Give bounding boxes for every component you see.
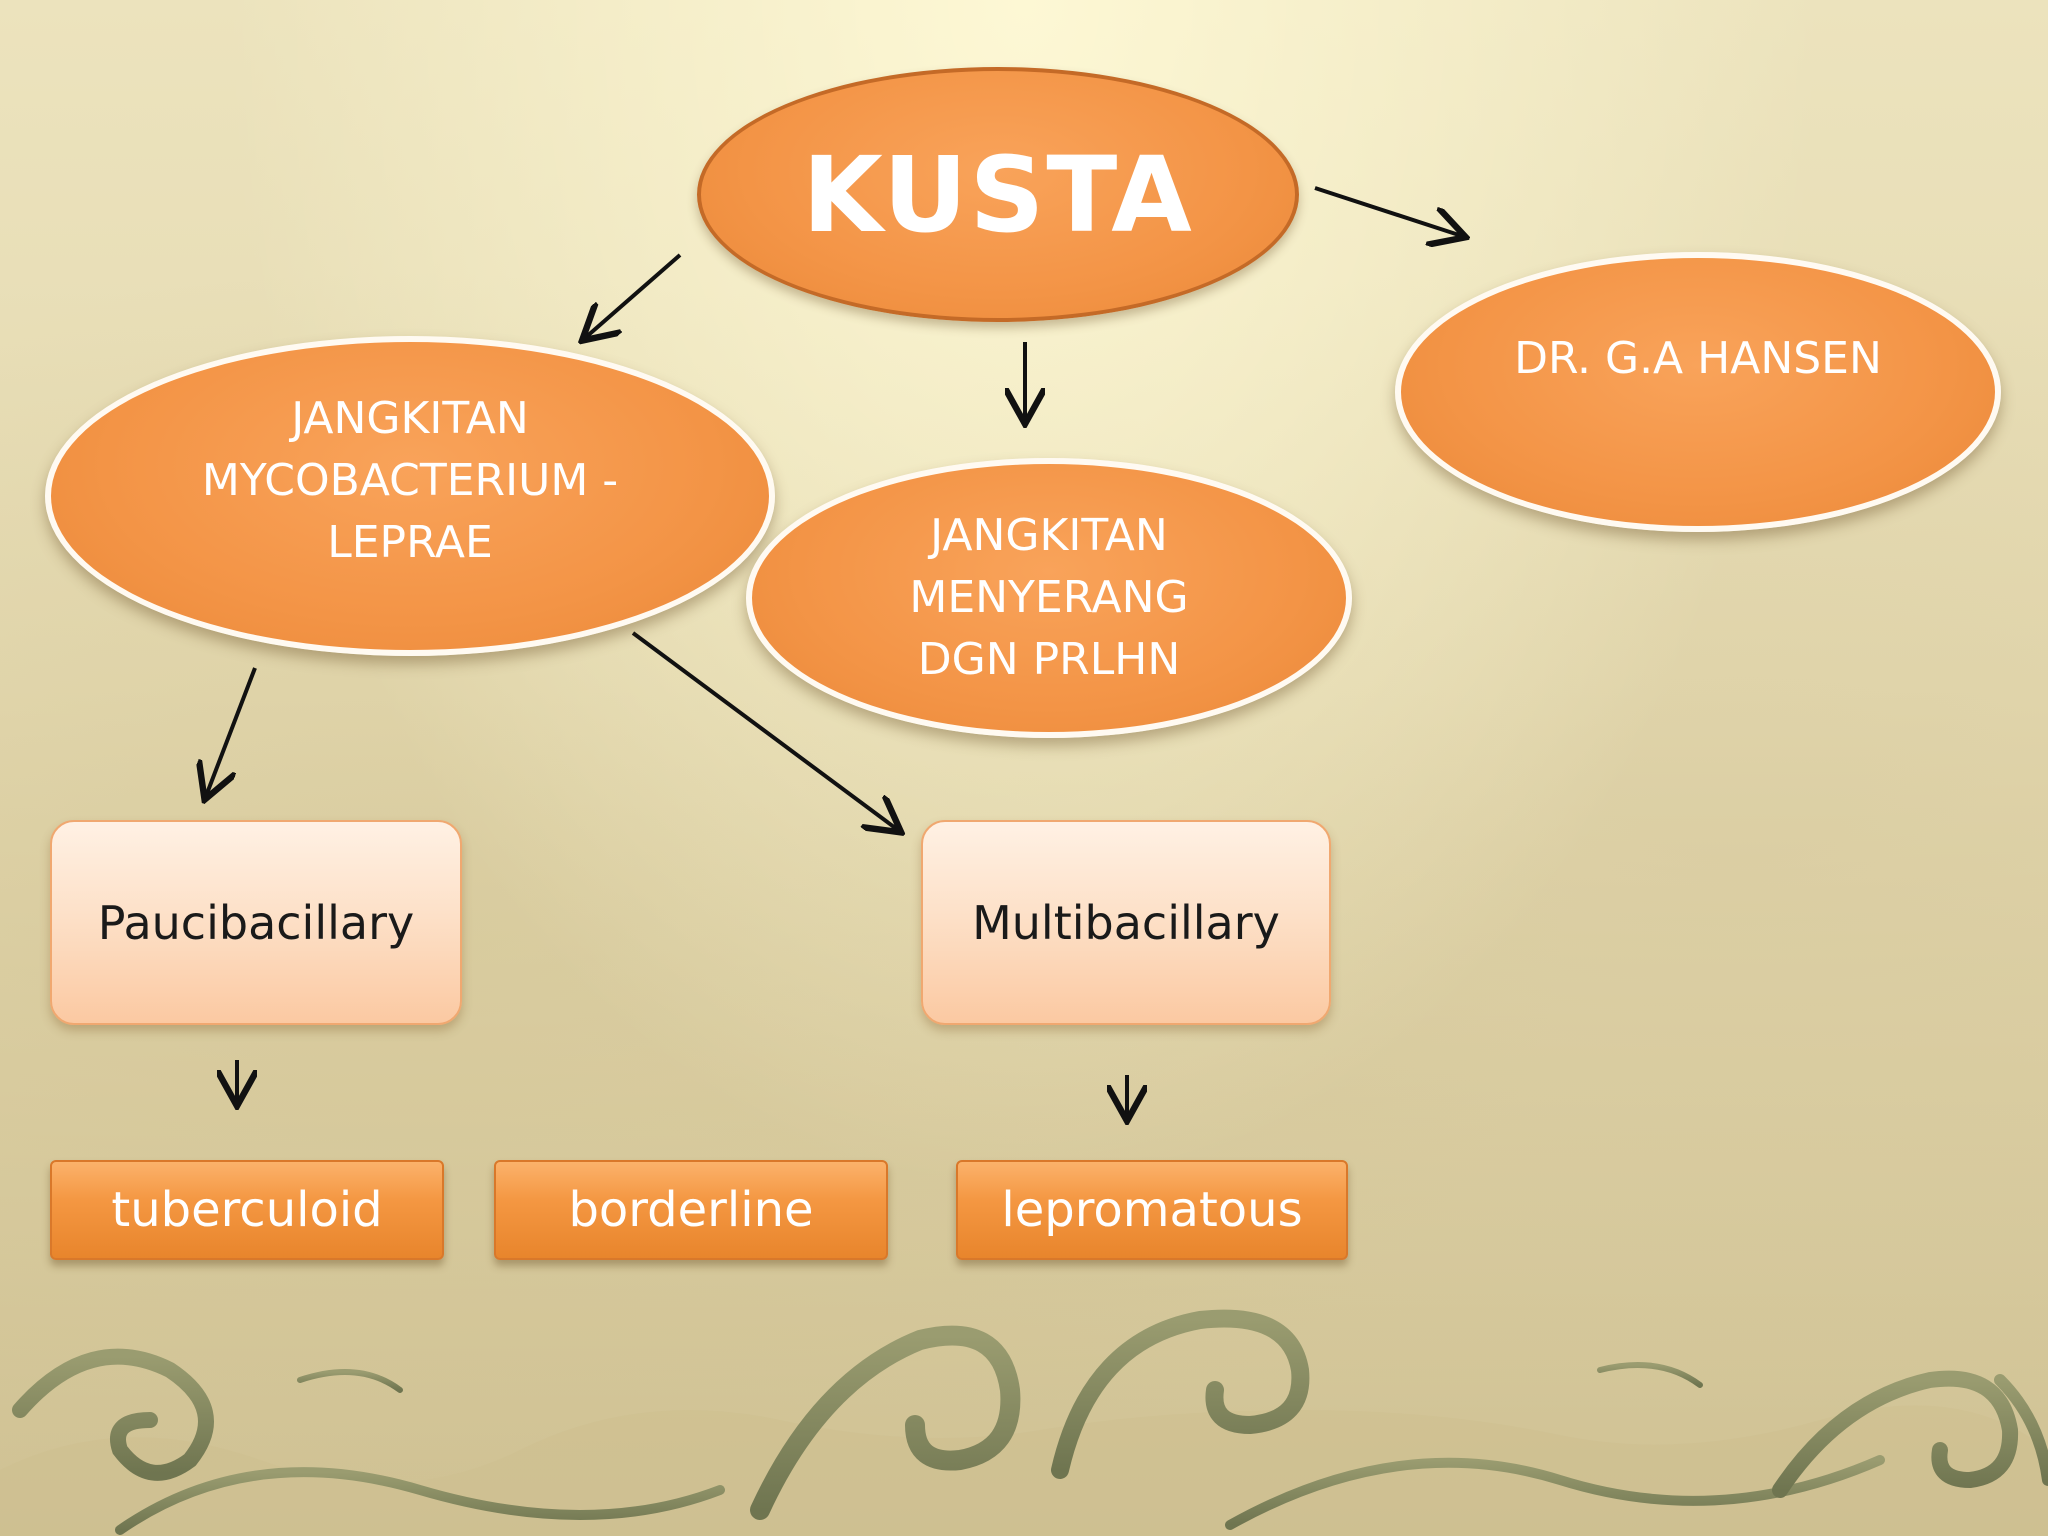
bar-tuberculoid-label: tuberculoid bbox=[111, 1182, 383, 1238]
box-multibacillary-label: Multibacillary bbox=[972, 895, 1280, 950]
bar-borderline: borderline bbox=[494, 1160, 888, 1260]
arrow-cause-to-multi bbox=[631, 631, 898, 830]
node-cause: JANGKITAN MYCOBACTERIUM - LEPRAE bbox=[45, 336, 775, 656]
arrow-cause-to-pauci bbox=[206, 667, 257, 796]
bar-lepromatous-label: lepromatous bbox=[1001, 1182, 1303, 1238]
bar-tuberculoid: tuberculoid bbox=[50, 1160, 444, 1260]
root-node-label: KUSTA bbox=[802, 133, 1194, 256]
node-attack: JANGKITAN MENYERANG DGN PRLHN bbox=[746, 458, 1352, 738]
arrow-kusta-to-cause bbox=[585, 253, 682, 338]
node-discoverer-label: DR. G.A HANSEN bbox=[1514, 332, 1882, 384]
box-paucibacillary-label: Paucibacillary bbox=[97, 895, 415, 950]
box-multibacillary: Multibacillary bbox=[921, 820, 1331, 1025]
node-cause-label: JANGKITAN MYCOBACTERIUM - LEPRAE bbox=[201, 393, 619, 568]
box-paucibacillary: Paucibacillary bbox=[50, 820, 462, 1025]
bar-lepromatous: lepromatous bbox=[956, 1160, 1348, 1260]
root-node-kusta: KUSTA bbox=[697, 67, 1299, 322]
node-discoverer: DR. G.A HANSEN bbox=[1395, 252, 2001, 532]
arrow-kusta-to-discoverer bbox=[1314, 186, 1462, 236]
ornament-border bbox=[0, 1309, 2048, 1536]
bar-borderline-label: borderline bbox=[568, 1182, 814, 1238]
node-attack-label: JANGKITAN MENYERANG DGN PRLHN bbox=[909, 510, 1189, 685]
